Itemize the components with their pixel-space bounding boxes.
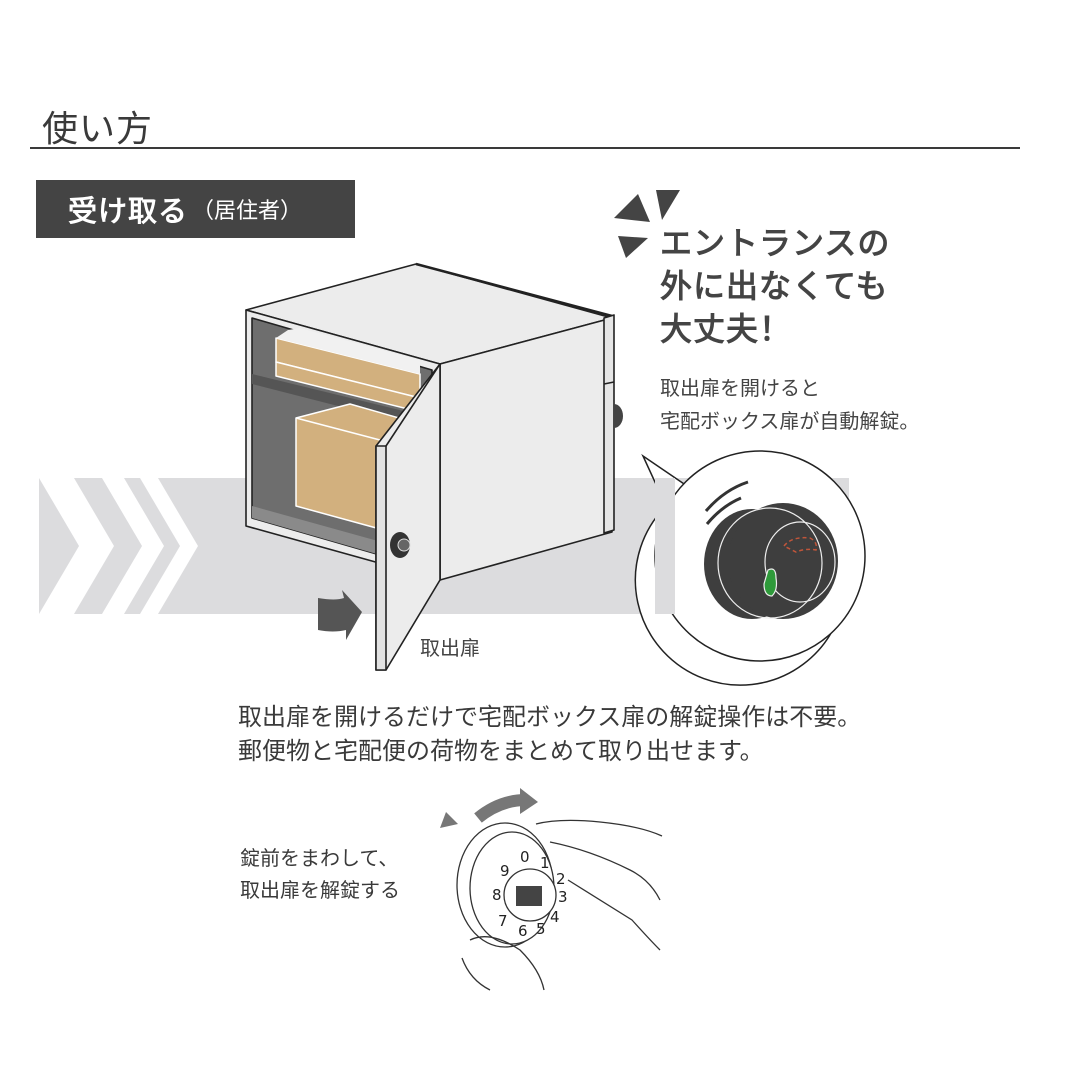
headline-line: 外に出なくても [660,267,889,305]
emphasis-burst-icon [614,190,680,258]
svg-text:0: 0 [520,848,530,866]
note-line: 宅配ボックス扉が自動解錠。 [660,409,920,433]
svg-text:6: 6 [518,922,528,940]
section-tag-receive: 受け取る （居住者） [36,180,355,238]
svg-text:7: 7 [498,912,508,930]
door-label: 取出扉 [420,636,480,660]
title-divider [30,147,1020,149]
svg-text:2: 2 [556,870,566,888]
lock-detail-bubble [634,450,866,686]
dial-digits: 0 1 2 3 4 5 6 7 8 9 [492,848,568,940]
page-title: 使い方 [42,109,154,150]
description-line: 郵便物と宅配便の荷物をまとめて取り出せます。 [238,737,764,765]
dial-caption: 錠前をまわして、 取出扉を解錠する [240,842,400,906]
caption-line: 錠前をまわして、 [240,846,399,870]
callout-note: 取出扉を開けると 宅配ボックス扉が自動解錠。 [660,372,919,438]
caption-line: 取出扉を解錠する [240,878,400,902]
open-direction-arrow-icon [318,590,362,640]
combination-dial-illustration [440,788,663,991]
section-tag-sub: （居住者） [192,199,303,224]
svg-text:8: 8 [492,886,502,904]
description: 取出扉を開けるだけで宅配ボックス扉の解錠操作は不要。 郵便物と宅配便の荷物をまと… [238,700,861,768]
svg-text:1: 1 [540,854,550,872]
description-line: 取出扉を開けるだけで宅配ボックス扉の解錠操作は不要。 [238,703,862,731]
delivery-box-illustration [245,262,623,671]
callout-headline: エントランスの 外に出なくても 大丈夫！ [660,222,890,351]
svg-text:9: 9 [500,862,510,880]
note-line: 取出扉を開けると [660,376,820,400]
section-tag-main: 受け取る [68,194,189,228]
svg-text:5: 5 [536,920,546,938]
headline-line: エントランスの [660,224,891,262]
svg-text:4: 4 [550,908,560,926]
svg-text:3: 3 [558,888,568,906]
headline-line: 大丈夫！ [660,310,793,348]
